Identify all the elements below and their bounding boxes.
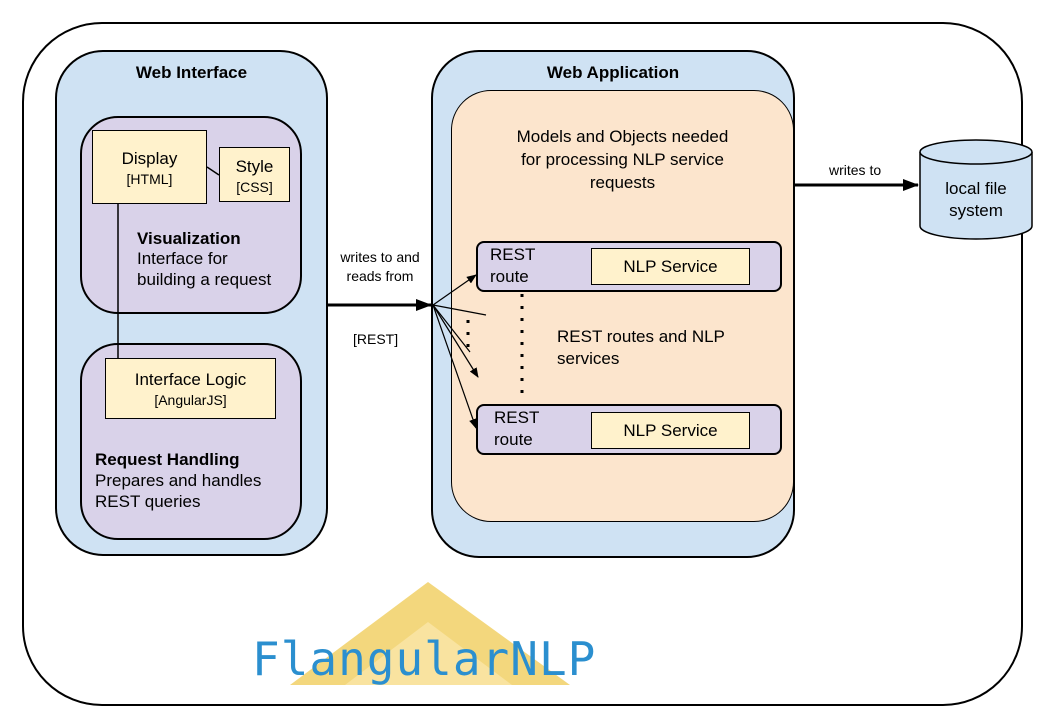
interface-logic-label: Interface Logic: [134, 370, 247, 389]
models-line1: Models and Objects needed: [516, 127, 729, 146]
connection-label-line1: writes to and: [340, 249, 420, 265]
style-box: Style [CSS]: [219, 147, 290, 202]
rest-route-1-line1: REST: [490, 245, 536, 264]
display-tag: [HTML]: [126, 171, 173, 187]
storage-line1: local file: [945, 179, 1007, 198]
connection-label-line2: reads from: [346, 268, 414, 284]
rest-route-2-line2: route: [494, 430, 533, 449]
request-handling-heading: Request Handling: [95, 450, 240, 469]
visualization-line1: Interface for: [137, 249, 228, 268]
logo-triangle: [290, 582, 570, 685]
connection-protocol: [REST]: [353, 331, 399, 347]
logo-text: FlangularNLP: [252, 632, 597, 686]
rest-route-2-line1: REST: [494, 408, 540, 427]
storage-arrow-label: writes to: [829, 162, 882, 178]
display-box: Display [HTML]: [92, 130, 207, 204]
display-label: Display: [121, 149, 178, 168]
nlp-service-box-2: NLP Service: [591, 412, 750, 449]
routes-note-line1: REST routes and NLP: [557, 327, 725, 346]
routes-note-line2: services: [557, 349, 620, 368]
web-application-title: Web Application: [546, 63, 680, 82]
nlp-service-box-1: NLP Service: [591, 248, 750, 285]
request-handling-line1: Prepares and handles: [95, 471, 262, 490]
interface-logic-tag: [AngularJS]: [154, 392, 227, 408]
nlp-service-1-label: NLP Service: [623, 257, 718, 276]
style-label: Style: [235, 157, 274, 176]
visualization-heading: Visualization: [137, 229, 241, 248]
database-cylinder-icon: [919, 139, 1033, 240]
nlp-service-2-label: NLP Service: [623, 421, 718, 440]
models-line3: requests: [589, 173, 656, 192]
storage-line2: system: [949, 201, 1003, 220]
models-line2: for processing NLP service: [521, 150, 724, 169]
style-tag: [CSS]: [236, 179, 273, 195]
interface-logic-box: Interface Logic [AngularJS]: [105, 358, 276, 419]
request-handling-line2: REST queries: [95, 492, 201, 511]
rest-route-1-line2: route: [490, 267, 529, 286]
visualization-line2: building a request: [137, 270, 272, 289]
web-interface-title: Web Interface: [135, 63, 248, 82]
